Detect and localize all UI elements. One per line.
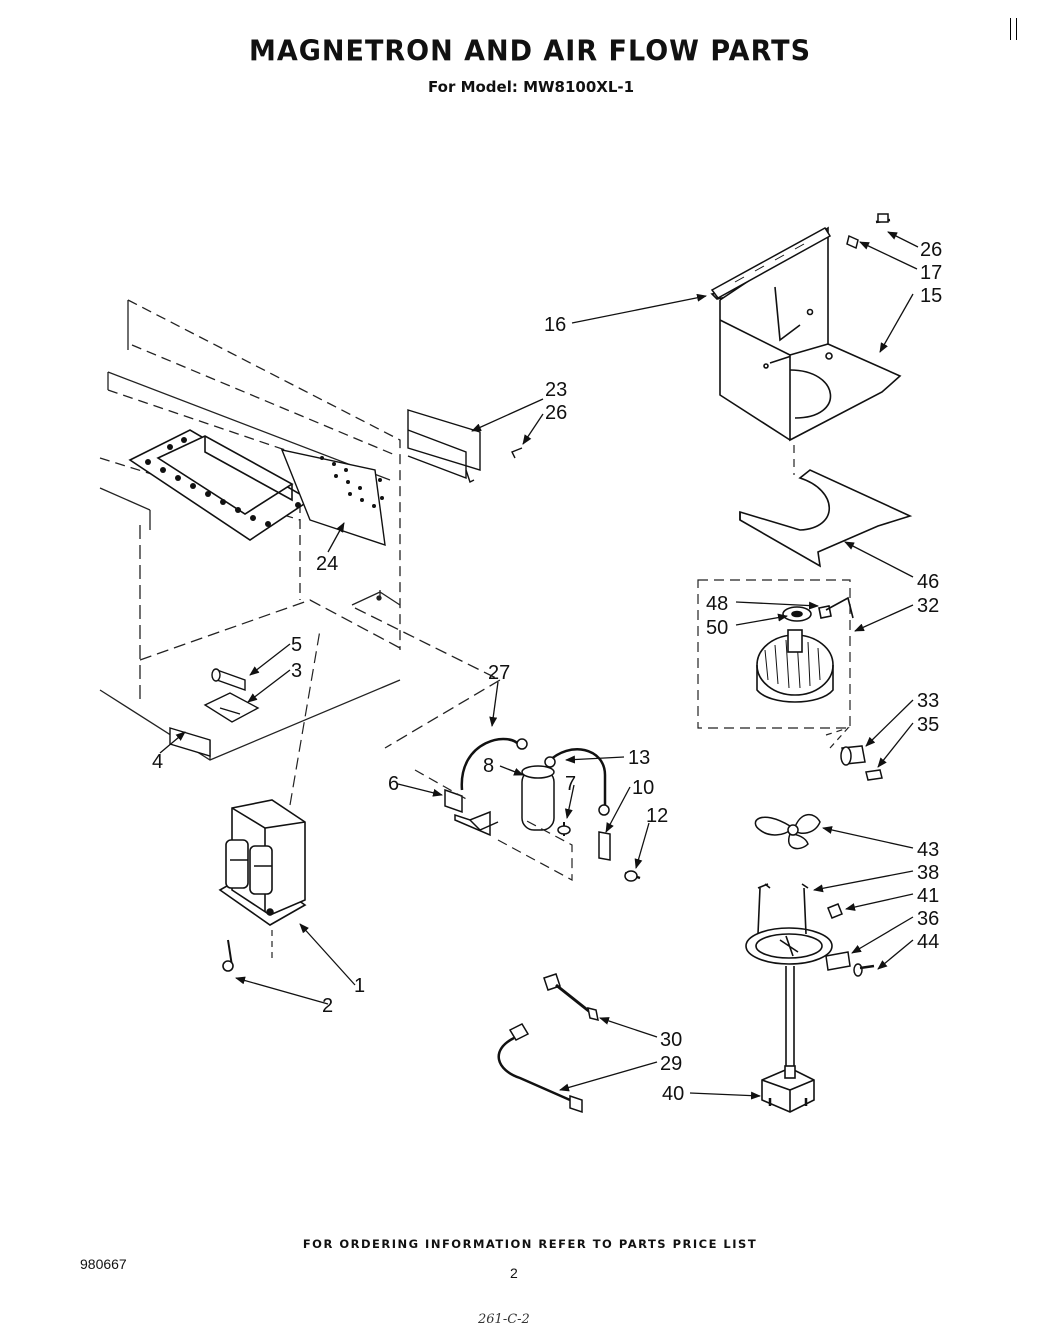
callout-36: 36 [917, 908, 939, 930]
part-46-air-guide [739, 469, 913, 568]
fuse-holder-assembly [169, 668, 260, 757]
part-32-fan-motor [697, 579, 854, 729]
callout-43: 43 [917, 839, 939, 861]
part-41-36-44-fasteners [825, 903, 875, 977]
corner-registration-mark [1010, 18, 1017, 40]
callout-labels: 26 17 15 16 23 26 24 46 48 32 50 5 3 27 … [152, 239, 942, 1105]
part-26-17-screw-washer [846, 213, 891, 250]
callout-38: 38 [917, 862, 939, 884]
callout-32: 32 [917, 595, 939, 617]
part-33-35-fasteners [840, 745, 883, 781]
callout-7: 7 [565, 773, 576, 795]
callout-48: 48 [706, 593, 728, 615]
callout-41: 41 [917, 885, 939, 907]
part-16-clip-strip [710, 227, 832, 299]
high-voltage-transformer [218, 799, 307, 972]
callout-23: 23 [545, 379, 567, 401]
callout-16: 16 [544, 314, 566, 336]
callout-12: 12 [646, 805, 668, 827]
callout-24: 24 [316, 553, 338, 575]
handwritten-note: 261-C-2 [478, 1312, 530, 1327]
callout-4: 4 [152, 751, 163, 773]
ordering-information-note: FOR ORDERING INFORMATION REFER TO PARTS … [302, 1237, 758, 1251]
capacitor-bracket-outline [414, 769, 573, 882]
document-number: 980667 [80, 1256, 127, 1272]
callout-35: 35 [917, 714, 939, 736]
callout-6: 6 [388, 773, 399, 795]
callout-2: 2 [322, 995, 333, 1017]
callout-1: 1 [354, 975, 365, 997]
part-43-fan-blade [754, 814, 821, 850]
air-duct-housing [710, 226, 902, 442]
callout-17: 17 [920, 262, 942, 284]
callout-15: 15 [920, 285, 942, 307]
magnetron-assembly [128, 429, 312, 541]
air-guide-panel [280, 449, 386, 547]
callout-29: 29 [660, 1053, 682, 1075]
callout-46: 46 [917, 571, 939, 593]
capacitor-assembly [444, 737, 641, 882]
callout-5: 5 [291, 634, 302, 656]
callout-30: 30 [660, 1029, 682, 1051]
oven-cavity-outline [99, 299, 502, 761]
callout-8: 8 [483, 755, 494, 777]
callout-27: 27 [488, 662, 510, 684]
page-number: 2 [510, 1265, 518, 1281]
callout-13: 13 [628, 747, 650, 769]
part-23-bracket [407, 409, 523, 483]
callout-26-mid: 26 [545, 402, 567, 424]
page-title: MAGNETRON AND AIR FLOW PARTS [248, 35, 812, 68]
part-38-fan-shroud [745, 883, 833, 965]
motor-screw-leader [825, 726, 850, 749]
transformer-leader [289, 629, 321, 806]
part-40-stirrer-motor [761, 966, 815, 1113]
callout-44: 44 [917, 931, 939, 953]
callout-40: 40 [662, 1083, 684, 1105]
model-subtitle: For Model: MW8100XL-1 [428, 78, 635, 96]
callout-50: 50 [706, 617, 728, 639]
callout-10: 10 [632, 777, 654, 799]
wire-harnesses [497, 973, 599, 1114]
callout-33: 33 [917, 690, 939, 712]
callout-3: 3 [291, 660, 302, 682]
callout-26-top: 26 [920, 239, 942, 261]
callout-leader-lines [159, 231, 919, 1100]
